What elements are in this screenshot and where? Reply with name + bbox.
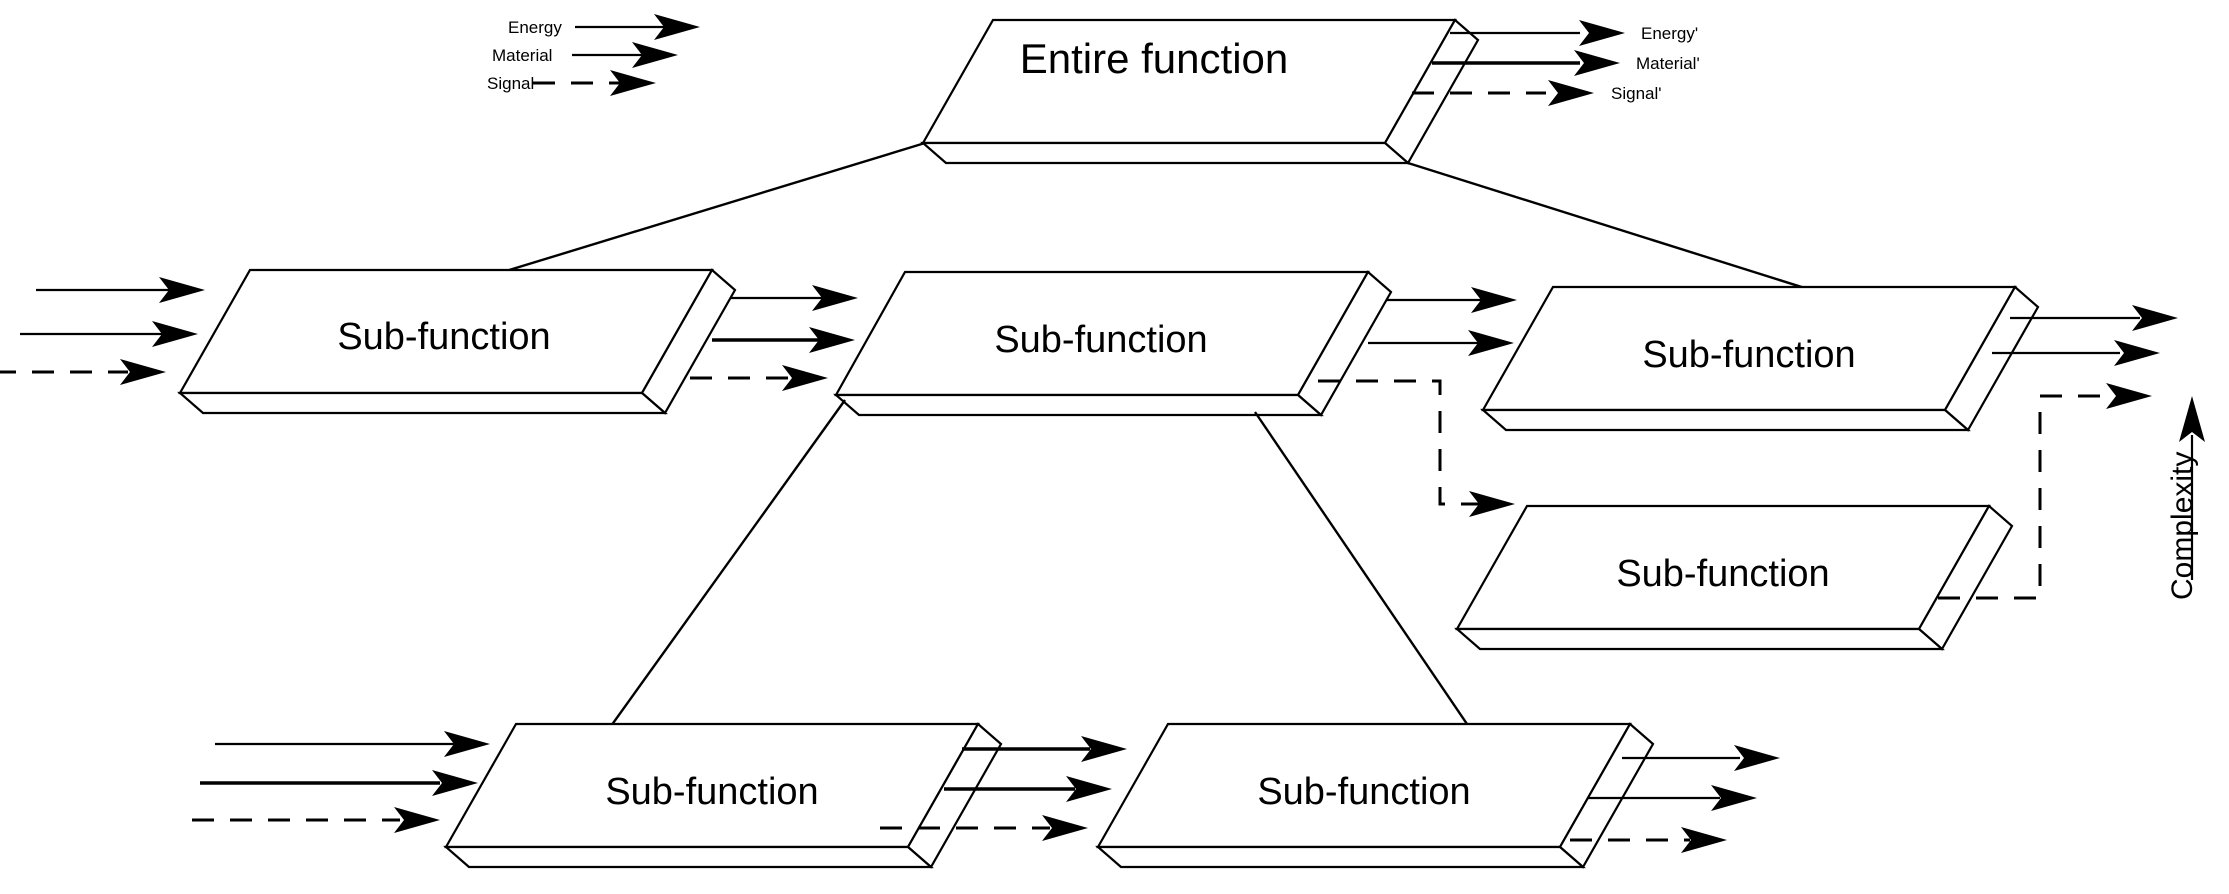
box-label-sub-function-3: Sub-function <box>1642 334 1855 376</box>
connector-sf2-sf3 <box>1368 287 1517 356</box>
box-label-sub-function-4: Sub-function <box>1616 553 1829 595</box>
box-entire-function[interactable]: Entire function <box>920 18 1480 165</box>
input-label-material: Material <box>492 46 552 65</box>
output-label-signal: Signal' <box>1611 84 1662 103</box>
sub-function-1-inputs <box>0 277 205 385</box>
connector-sf5-sf6 <box>880 736 1127 841</box>
box-sub-function-4[interactable]: Sub-function <box>1454 504 2014 651</box>
box-label-sub-function-2: Sub-function <box>994 319 1207 361</box>
box-label-entire-function: Entire function <box>1020 35 1289 82</box>
box-sub-function-2[interactable]: Sub-function <box>833 270 1393 417</box>
box-sub-function-1[interactable]: Sub-function Sub-function Sub-function <box>177 268 737 415</box>
box-label-sub-function-5: Sub-function <box>605 771 818 813</box>
entire-function-outputs: Energy' Material' Signal' <box>1412 20 1700 106</box>
entire-function-inputs: Energy Material Signal <box>487 14 700 96</box>
box-sub-function-5[interactable]: Sub-function <box>443 722 1003 869</box>
sub-function-5-inputs <box>192 731 490 833</box>
input-label-energy: Energy <box>508 18 562 37</box>
sub-function-6-outputs <box>1570 745 1780 853</box>
sub-function-3-outputs <box>1992 305 2178 366</box>
box-label-sub-function-6: Sub-function <box>1257 771 1470 813</box>
input-label-signal: Signal <box>487 74 534 93</box>
connector-sf1-sf2 <box>690 285 858 391</box>
box-sub-function-6[interactable]: Sub-function <box>1095 722 1655 869</box>
complexity-axis: Complexity <box>2166 396 2205 600</box>
output-label-material: Material' <box>1636 54 1700 73</box>
box-label-sub-function-1-visible: Sub-function <box>337 316 550 358</box>
complexity-axis-label: Complexity <box>2166 452 2199 600</box>
box-sub-function-3[interactable]: Sub-function <box>1480 285 2040 432</box>
output-label-energy: Energy' <box>1641 24 1698 43</box>
connector-sf2-sf4-signal <box>1318 379 1515 517</box>
connector-sf4-signal-output <box>1938 383 2152 600</box>
